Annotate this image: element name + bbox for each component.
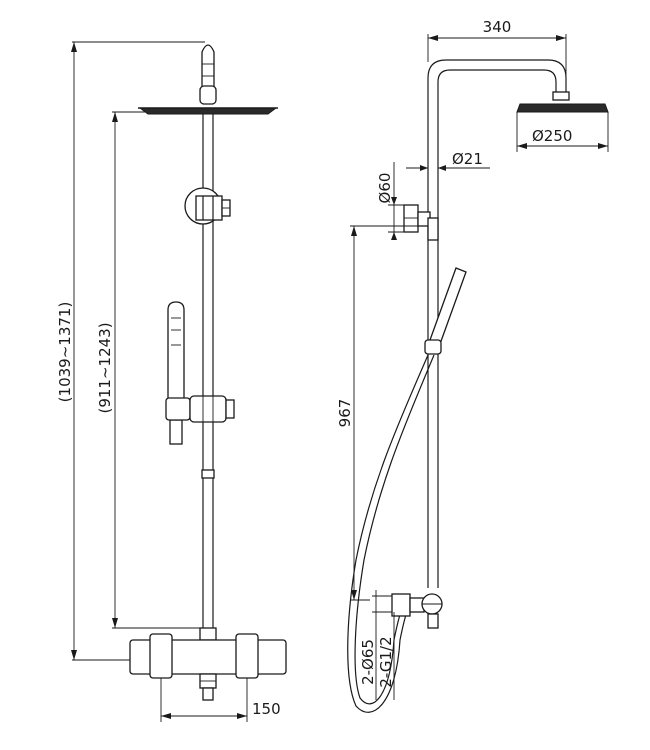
side-riser-pipe bbox=[427, 200, 439, 588]
side-wall-bracket bbox=[403, 204, 439, 241]
connector-diameter-label: 2-Ø65 bbox=[359, 639, 377, 685]
slide-height-dimension: 967 bbox=[336, 225, 426, 601]
front-view: (1039~1371) (911~1243) bbox=[56, 41, 287, 722]
hose-connector bbox=[169, 419, 183, 445]
side-slide-holder bbox=[424, 339, 442, 355]
head-diameter-label: Ø250 bbox=[532, 127, 572, 145]
head-swivel bbox=[199, 85, 217, 105]
arm-reach-label: 340 bbox=[483, 18, 512, 36]
thread-label: 2-G1/2 bbox=[377, 636, 395, 687]
side-mixer-connector bbox=[372, 593, 443, 629]
slide-height-label: 967 bbox=[336, 399, 354, 428]
arm-top-cap bbox=[201, 44, 215, 91]
front-riser-pipe bbox=[201, 114, 215, 630]
overall-height-label: (1039~1371) bbox=[56, 302, 74, 403]
arm-reach-dimension: 340 bbox=[427, 18, 567, 92]
bracket-diameter-dimension: Ø60 bbox=[376, 162, 412, 240]
upper-arm bbox=[427, 59, 567, 200]
side-hand-shower bbox=[424, 267, 467, 355]
base-offset-dimension: 150 bbox=[160, 678, 281, 722]
diverter-bracket bbox=[184, 187, 231, 225]
thermostatic-mixer bbox=[129, 627, 287, 701]
rail-height-label: (911~1243) bbox=[96, 322, 114, 413]
hand-shower bbox=[167, 301, 185, 445]
rain-shower-head bbox=[138, 107, 278, 115]
side-view: 340 Ø250 Ø21 bbox=[336, 18, 609, 713]
rail-height-dimension: (911~1243) bbox=[96, 111, 205, 629]
connector-dimensions: 2-Ø65 2-G1/2 bbox=[359, 590, 395, 700]
base-offset-label: 150 bbox=[252, 700, 281, 718]
pipe-joint bbox=[201, 469, 215, 479]
pipe-diameter-label: Ø21 bbox=[452, 150, 483, 168]
overall-height-dimension: (1039~1371) bbox=[56, 41, 205, 661]
bracket-diameter-label: Ø60 bbox=[376, 173, 394, 204]
right-handle bbox=[235, 633, 259, 679]
rain-head-side: Ø250 bbox=[516, 91, 609, 152]
pipe-diameter-dimension: Ø21 bbox=[406, 150, 490, 171]
left-handle bbox=[149, 633, 173, 679]
slide-holder bbox=[165, 395, 235, 423]
